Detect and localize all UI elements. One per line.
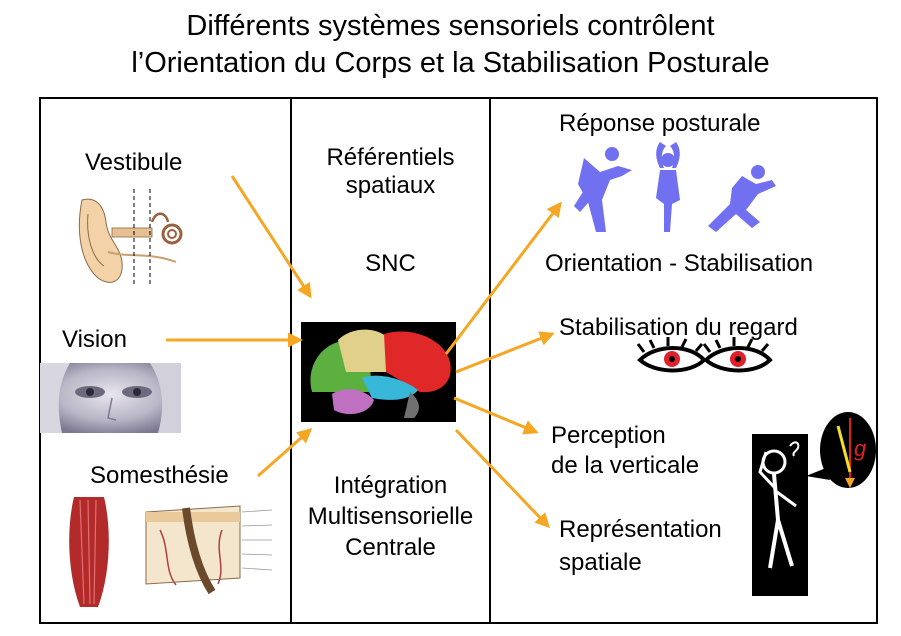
arrow-snc-to-perception-verticale (453, 396, 539, 435)
label-stabilisation-regard: Stabilisation du regard (559, 314, 798, 341)
label-vestibule: Vestibule (85, 149, 183, 176)
face-eyes-image (40, 363, 181, 433)
label-representation-spatiale: Représentation spatiale (559, 513, 722, 579)
label-reponse-posturale: Réponse posturale (559, 110, 761, 137)
arrow-vestibule-to-snc (230, 175, 312, 299)
arrows (166, 175, 562, 529)
posture-figures-image (574, 142, 776, 232)
title-line-1: Différents systèmes sensoriels contrôlen… (186, 10, 715, 42)
arrow-somesthesie-to-snc (257, 428, 313, 478)
representation-line-1: Représentation (559, 516, 722, 543)
label-perception-verticale: Perception de la verticale (551, 421, 699, 481)
integration-line-3: Centrale (345, 534, 436, 561)
ear-anatomy-image (68, 187, 192, 287)
integration-line-1: Intégration (333, 472, 448, 499)
outputs-column-box (489, 97, 878, 624)
diagram-title: Différents systèmes sensoriels contrôlen… (0, 8, 901, 82)
eye-icon-right (702, 337, 773, 373)
label-integration-multisensorielle: Intégration Multisensorielle Centrale (292, 470, 489, 563)
thinking-figure-image: g (752, 412, 876, 596)
label-snc: SNC (365, 250, 416, 277)
gravity-symbol: g (854, 436, 867, 461)
perception-line-1: Perception (551, 422, 666, 449)
runner-figure-3 (708, 165, 776, 232)
arrow-snc-to-stabilisation-regard (455, 331, 555, 374)
integration-line-2: Multisensorielle (307, 503, 474, 530)
eye-icon-left (636, 337, 707, 373)
arrow-snc-to-reponse-posturale (444, 201, 562, 355)
title-line-2: l’Orientation du Corps et la Stabilisati… (131, 47, 770, 79)
arrow-snc-to-representation-spatiale (454, 428, 551, 529)
brain-image (301, 322, 456, 422)
label-referentiels-spatiaux: Référentiels spatiaux (292, 144, 489, 200)
perception-line-2: de la verticale (551, 452, 700, 479)
label-orientation-stabilisation: Orientation - Stabilisation (545, 250, 814, 277)
dancer-figure-2 (656, 142, 680, 232)
referentiels-line-2: spatiaux (345, 172, 436, 199)
referentiels-line-1: Référentiels (326, 144, 455, 171)
representation-line-2: spatiale (559, 549, 642, 576)
label-somesthesie: Somesthésie (90, 462, 229, 489)
label-vision: Vision (62, 326, 127, 353)
muscle-skin-image (64, 495, 276, 607)
gymnast-figure-1 (574, 147, 632, 232)
